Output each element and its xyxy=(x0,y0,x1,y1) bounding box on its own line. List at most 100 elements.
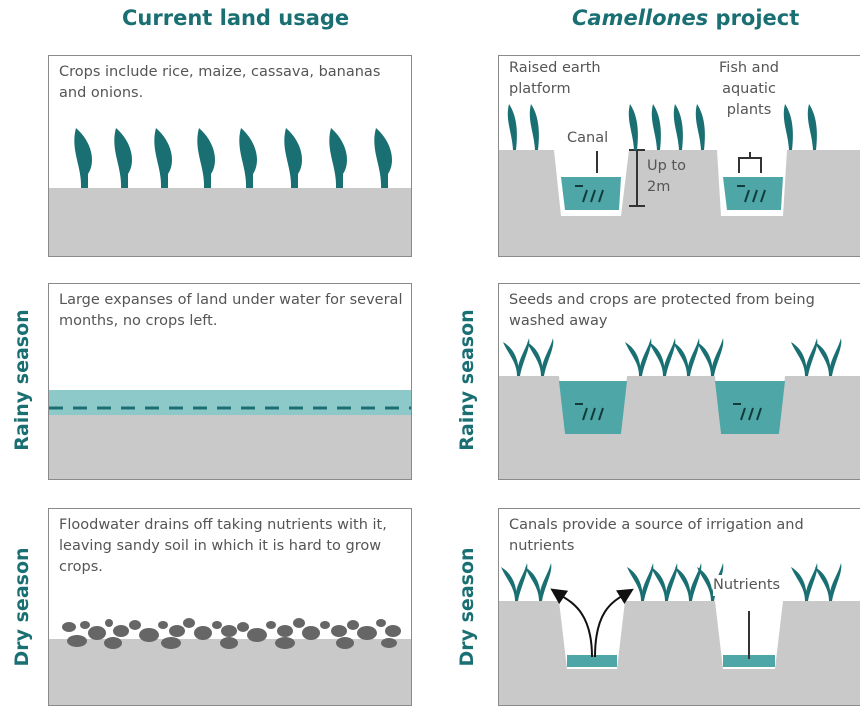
plant-leaf xyxy=(687,338,700,376)
fish-mark xyxy=(740,407,746,421)
current-normal-scene xyxy=(49,128,411,256)
current-normal-text: Crops include rice, maize, cassava, bana… xyxy=(59,64,381,101)
plant-leaf xyxy=(541,338,554,376)
plant-leaf xyxy=(539,563,552,601)
dry-season-label-left: Dry season xyxy=(11,547,33,667)
plant-leaf xyxy=(665,563,678,601)
stone xyxy=(347,620,359,630)
soil-layer xyxy=(49,639,411,705)
stone xyxy=(221,625,237,637)
canal-label: Canal xyxy=(567,130,609,146)
stone xyxy=(169,625,185,637)
fish-mark xyxy=(744,189,750,203)
plant-leaf xyxy=(711,338,724,376)
fish-mark xyxy=(752,189,758,203)
canal-water xyxy=(723,177,783,210)
plant-leaf xyxy=(673,342,689,376)
project-rainy-text: Seeds and crops are protected from being… xyxy=(509,292,815,329)
project-dry-text: Canals provide a source of irrigation an… xyxy=(509,517,804,554)
stone xyxy=(385,625,401,637)
project-word: project xyxy=(708,6,800,30)
reed-leaf xyxy=(783,104,793,150)
plant-leaf xyxy=(697,342,713,376)
fish-aquatic-label: Fish and aquatic plants xyxy=(719,60,779,118)
reed-leaf xyxy=(807,104,817,150)
fish-mark xyxy=(748,407,754,421)
plant-leaf xyxy=(641,563,654,601)
plant-leaf xyxy=(663,338,676,376)
flood-water xyxy=(49,390,411,415)
plant-leaf xyxy=(815,342,831,376)
project-dry-scene xyxy=(499,563,860,705)
stone xyxy=(183,618,195,628)
plant-leaf xyxy=(791,567,807,601)
stone xyxy=(212,621,222,629)
crop-row xyxy=(507,104,817,150)
camellones-word: Camellones xyxy=(572,6,709,30)
stone xyxy=(293,618,305,628)
crop-row xyxy=(503,338,842,376)
nutrient-arrow-right xyxy=(594,588,634,658)
current-dry-text: Floodwater drains off taking nutrients w… xyxy=(59,517,387,575)
fish-mark xyxy=(756,407,762,421)
nutrient-arrow-left xyxy=(550,588,593,658)
panel-current-normal: Crops include rice, maize, cassava, bana… xyxy=(48,55,412,257)
crop-leaf xyxy=(239,128,257,188)
stone xyxy=(336,637,354,649)
stone xyxy=(113,625,129,637)
stone xyxy=(88,626,106,640)
panel-project-normal: Raised earth platform Canal Up to 2m Fis… xyxy=(498,55,860,257)
panel-project-rainy: Seeds and crops are protected from being… xyxy=(498,283,860,480)
reed-leaf xyxy=(651,104,661,150)
canal-water xyxy=(715,381,785,434)
panel-project-dry: Canals provide a source of irrigation an… xyxy=(498,508,860,706)
stone xyxy=(381,638,397,648)
crop-row xyxy=(501,563,842,601)
canal-water xyxy=(559,381,627,434)
reed-leaf xyxy=(673,104,683,150)
plant-leaf xyxy=(651,567,667,601)
stone xyxy=(320,621,330,629)
panel-current-rainy: Large expanses of land under water for s… xyxy=(48,283,412,480)
plant-leaf xyxy=(525,567,541,601)
crop-leaf xyxy=(114,128,132,188)
crop-row xyxy=(74,128,392,188)
plant-leaf xyxy=(805,563,818,601)
sandy-stones xyxy=(62,618,401,649)
crop-leaf xyxy=(74,128,92,188)
fish-marks xyxy=(575,185,766,203)
panel-current-dry: Floodwater drains off taking nutrients w… xyxy=(48,508,412,706)
fish-mark xyxy=(598,407,604,421)
plant-leaf xyxy=(829,563,842,601)
camellones-project-title: Camellones project xyxy=(572,6,799,30)
raised-platform-soil xyxy=(499,601,860,705)
fish-mark xyxy=(760,189,766,203)
plant-leaf xyxy=(627,567,643,601)
stone xyxy=(376,619,386,627)
stone xyxy=(161,637,181,649)
rainy-season-label-left: Rainy season xyxy=(11,309,33,451)
crop-leaf xyxy=(197,128,215,188)
stone xyxy=(237,622,249,632)
plant-leaf xyxy=(503,342,519,376)
plant-leaf xyxy=(805,338,818,376)
reed-leaf xyxy=(695,104,705,150)
stone xyxy=(104,637,122,649)
plant-leaf xyxy=(501,567,517,601)
stone xyxy=(302,626,320,640)
canal-water xyxy=(561,177,621,210)
stone xyxy=(331,625,347,637)
canal-water xyxy=(567,655,617,667)
soil-layer xyxy=(49,415,411,479)
stone xyxy=(105,619,113,627)
reed-leaf xyxy=(628,104,638,150)
crop-leaf xyxy=(329,128,347,188)
fish-bracket xyxy=(738,157,762,173)
stone xyxy=(266,621,276,629)
fish-mark xyxy=(590,407,596,421)
plant-leaf xyxy=(515,563,528,601)
nutrients-label: Nutrients xyxy=(713,575,781,596)
current-rainy-text: Large expanses of land under water for s… xyxy=(59,292,403,329)
fish-mark xyxy=(582,407,588,421)
stone xyxy=(80,621,90,629)
